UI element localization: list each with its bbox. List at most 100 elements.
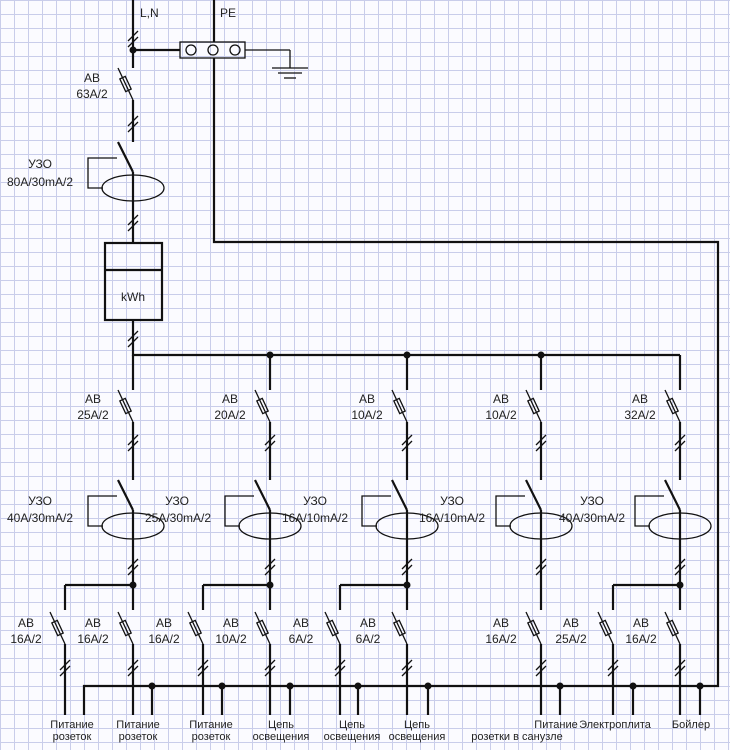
breaker-thermal-element [255, 619, 270, 637]
rcd-blade [525, 479, 542, 511]
junction-dot [537, 351, 545, 359]
breaker-blade [525, 611, 542, 645]
group-breaker-type: АВ [359, 392, 375, 406]
cb-type: АВ [360, 616, 376, 630]
junction-dot [266, 581, 274, 589]
circuit-label: Цепь [339, 719, 365, 731]
breaker-blade [525, 389, 542, 423]
junction-dot [676, 581, 684, 589]
cb-rating: 16A/2 [625, 632, 657, 646]
circuit-label: розеток [119, 731, 158, 743]
breaker-thermal-element [118, 619, 133, 637]
rcd-blade [117, 141, 134, 173]
cb-type: АВ [223, 616, 239, 630]
cb-type: АВ [633, 616, 649, 630]
terminal [207, 44, 219, 56]
two-pole-mark [127, 214, 139, 232]
rcd-test-loop [495, 495, 525, 527]
two-pole-mark [127, 659, 139, 677]
cb-type: АВ [493, 616, 509, 630]
breaker-thermal-element [50, 619, 65, 637]
group-breaker-rating: 10A/2 [485, 408, 517, 422]
cb-rating: 6A/2 [356, 632, 381, 646]
junction-dot [403, 581, 411, 589]
breaker-thermal-element [188, 619, 203, 637]
breaker-blade [664, 611, 681, 645]
group-breaker-rating: 32A/2 [624, 408, 656, 422]
junction-dot [424, 682, 432, 690]
junction-dot [129, 581, 137, 589]
group-breaker-type: АВ [632, 392, 648, 406]
circuit-label: Питание [116, 719, 159, 731]
group-breaker-rating: 20A/2 [214, 408, 246, 422]
two-pole-mark [607, 659, 619, 677]
phase-label: L,N [140, 6, 159, 20]
circuit-label: розетки в санузле [471, 731, 562, 743]
rcd-type: УЗО [440, 494, 464, 508]
breaker-blade [117, 611, 134, 645]
meter-label: kWh [121, 290, 145, 304]
rcd-test-loop [361, 495, 391, 527]
group-rcd-labels: УЗО 40A/30mA/2 УЗО 25A/30mA/2 УЗО 16A/10… [7, 494, 625, 525]
breaker-thermal-element [665, 619, 680, 637]
cb-rating: 6A/2 [289, 632, 314, 646]
junction-dot [629, 682, 637, 690]
rcd-type: УЗО [165, 494, 189, 508]
rcd-type: УЗО [28, 494, 52, 508]
breaker-blade [117, 389, 134, 423]
cb-type: АВ [85, 616, 101, 630]
breaker-thermal-element [526, 619, 541, 637]
two-pole-mark [264, 434, 276, 452]
circuit-label: Цепь [268, 719, 294, 731]
group-breaker-type: АВ [85, 392, 101, 406]
breaker-blade [391, 611, 408, 645]
two-pole-mark [401, 659, 413, 677]
cb-rating: 10A/2 [215, 632, 247, 646]
two-pole-mark [264, 659, 276, 677]
two-pole-mark [535, 659, 547, 677]
cb-rating: 16A/2 [10, 632, 42, 646]
circuit-label: Питание [189, 719, 232, 731]
cb-rating: 16A/2 [77, 632, 109, 646]
two-pole-mark [127, 434, 139, 452]
cb-rating: 16A/2 [485, 632, 517, 646]
two-pole-mark [127, 330, 139, 348]
two-pole-mark [59, 659, 71, 677]
two-pole-mark [264, 558, 276, 576]
rcd-rating: 40A/30mA/2 [7, 511, 73, 525]
two-pole-mark [401, 434, 413, 452]
terminal [185, 44, 197, 56]
breaker-thermal-element [118, 397, 133, 415]
cb-rating: 16A/2 [148, 632, 180, 646]
cb-type: АВ [156, 616, 172, 630]
two-pole-mark [674, 434, 686, 452]
terminal [229, 44, 241, 56]
two-pole-mark [127, 30, 139, 48]
two-pole-mark [334, 659, 346, 677]
breaker-blade [187, 611, 204, 645]
main-breaker-type: АВ [84, 71, 100, 85]
breaker-blade [117, 67, 134, 101]
rcd-rating: 16A/10mA/2 [419, 511, 485, 525]
rcd-rating: 25A/30mA/2 [145, 511, 211, 525]
rcd-blade [664, 479, 681, 511]
rcd-blade [254, 479, 271, 511]
cb-type: АВ [293, 616, 309, 630]
circuit-label: розеток [192, 731, 231, 743]
breaker-thermal-element [118, 75, 133, 93]
breaker-thermal-element [392, 397, 407, 415]
group-breaker-type: АВ [222, 392, 238, 406]
rcd-test-loop [87, 157, 117, 189]
rcd-type: УЗО [303, 494, 327, 508]
wires [49, 0, 720, 715]
breaker-thermal-element [598, 619, 613, 637]
breaker-thermal-element [325, 619, 340, 637]
circuit-label: освещения [324, 731, 381, 743]
rcd-blade [391, 479, 408, 511]
group-breaker-rating: 10A/2 [351, 408, 383, 422]
cb-rating: 25A/2 [555, 632, 587, 646]
circuit-labels: Питание розеток Питание розеток Питание … [50, 719, 710, 743]
cb-type: АВ [563, 616, 579, 630]
rcd-test-loop [634, 495, 664, 527]
